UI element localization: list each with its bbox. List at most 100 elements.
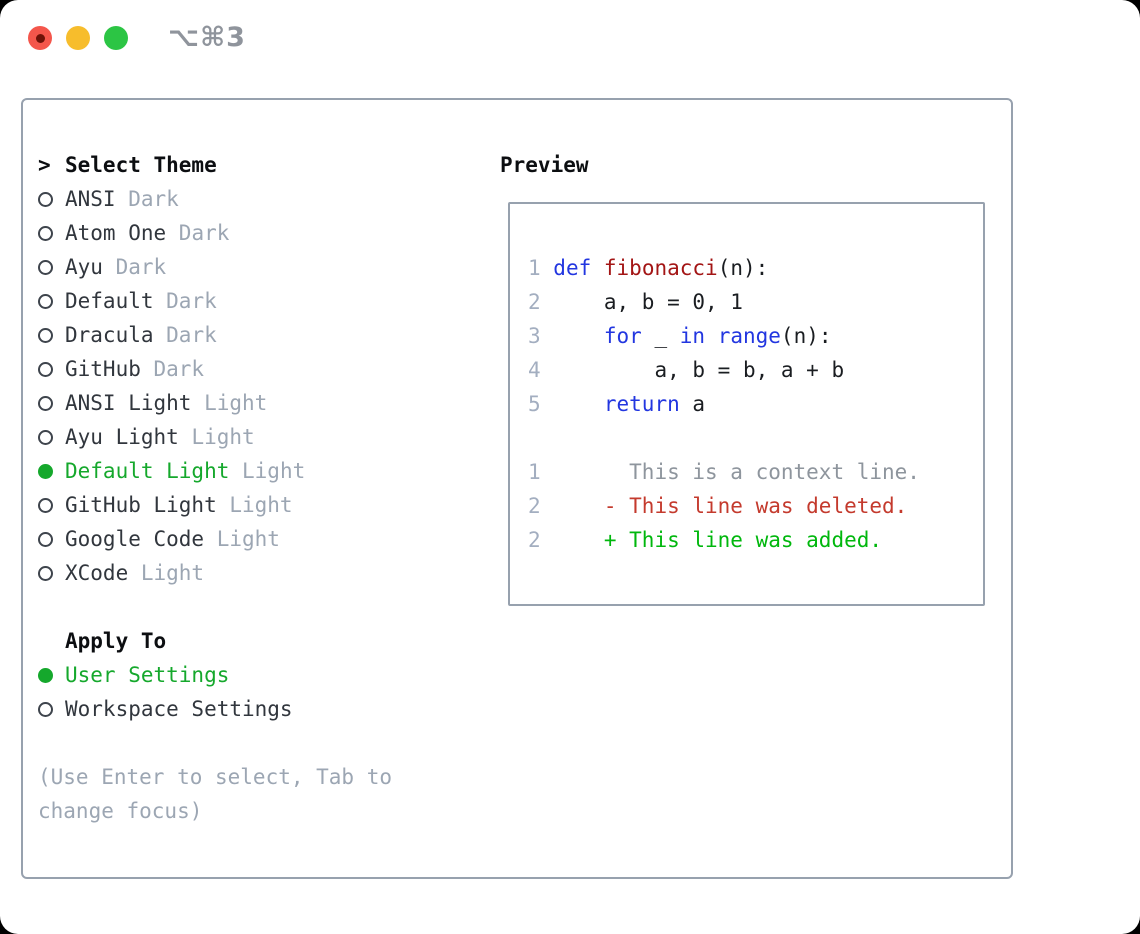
line-number: 1 — [528, 460, 541, 484]
theme-option-google-code[interactable]: Google Code Light — [38, 522, 392, 556]
line-number: 4 — [528, 358, 541, 382]
radio-selected-icon[interactable] — [38, 667, 53, 683]
radio-marker — [38, 565, 65, 581]
theme-variant: Light — [128, 561, 205, 585]
theme-variant: Dark — [102, 255, 167, 279]
theme-name: Ayu Light — [65, 425, 179, 449]
diff-context-text: This is a context line. — [540, 460, 920, 484]
radio-icon[interactable] — [38, 701, 53, 717]
radio-marker — [38, 429, 65, 445]
line-number: 2 — [528, 494, 541, 518]
theme-name: ANSI Light — [65, 391, 192, 415]
theme-name: XCode — [65, 561, 129, 585]
theme-option-default-light[interactable]: Default Light Light — [38, 454, 392, 488]
theme-option-github-light[interactable]: GitHub Light Light — [38, 488, 392, 522]
code-token: a, b = b, a + b — [540, 358, 845, 382]
radio-icon[interactable] — [38, 395, 53, 411]
minimize-window-icon[interactable] — [66, 26, 90, 50]
radio-icon[interactable] — [38, 225, 53, 241]
radio-marker — [38, 361, 65, 377]
spacer — [38, 590, 392, 624]
diff-added-text: + This line was added. — [540, 528, 883, 552]
radio-marker — [38, 395, 65, 411]
code-token — [705, 324, 718, 348]
radio-marker — [38, 531, 65, 547]
code-blank-line — [528, 421, 983, 455]
theme-option-atom-one[interactable]: Atom One Dark — [38, 216, 392, 250]
radio-selected-icon[interactable] — [38, 463, 53, 479]
help-text-line-1: (Use Enter to select, Tab to — [38, 765, 393, 789]
theme-option-default[interactable]: Default Dark — [38, 284, 392, 318]
theme-name: Default Light — [65, 459, 230, 483]
radio-marker — [38, 293, 65, 309]
function-token: fibonacci — [603, 256, 718, 280]
line-number: 1 — [528, 256, 554, 280]
apply-to-title: Apply To — [65, 629, 167, 653]
radio-icon[interactable] — [38, 361, 53, 377]
radio-icon[interactable] — [38, 191, 53, 207]
line-number: 2 — [528, 290, 541, 314]
theme-variant: Dark — [153, 289, 217, 313]
theme-variant: Dark — [166, 221, 230, 245]
select-theme-header-row: >Select Theme — [38, 148, 392, 182]
code-line: 1 This is a context line. — [528, 455, 983, 489]
code-line: 2 - This line was deleted. — [528, 489, 983, 523]
code-token: a, b = 0, 1 — [540, 290, 743, 314]
radio-marker — [38, 701, 65, 717]
zoom-window-icon[interactable] — [104, 26, 128, 50]
theme-option-dracula[interactable]: Dracula Dark — [38, 318, 392, 352]
radio-icon[interactable] — [38, 293, 53, 309]
radio-icon[interactable] — [38, 327, 53, 343]
theme-variant: Dark — [140, 357, 205, 381]
theme-name: Google Code — [65, 527, 205, 551]
theme-name: Ayu — [65, 255, 103, 279]
title-bar: ⌥⌘3 — [0, 0, 1140, 78]
keyword-token: for — [603, 324, 642, 348]
cursor-icon: > — [38, 153, 51, 177]
radio-marker — [38, 327, 65, 343]
radio-marker — [38, 191, 65, 207]
theme-variant: Dark — [115, 187, 179, 211]
apply-option-label: Workspace Settings — [65, 697, 293, 721]
diff-deleted-text: - This line was deleted. — [540, 494, 908, 518]
code-line: 4 a, b = b, a + b — [528, 353, 983, 387]
radio-icon[interactable] — [38, 565, 53, 581]
theme-name: Atom One — [65, 221, 167, 245]
radio-icon[interactable] — [38, 531, 53, 547]
radio-icon[interactable] — [38, 429, 53, 445]
spacer — [38, 726, 392, 760]
keyword-token: in — [679, 324, 706, 348]
theme-option-github[interactable]: GitHub Dark — [38, 352, 392, 386]
radio-icon[interactable] — [38, 259, 53, 275]
keyword-token: return — [603, 392, 680, 416]
keyword-token: range — [717, 324, 781, 348]
theme-option-xcode[interactable]: XCode Light — [38, 556, 392, 590]
apply-option-user-settings[interactable]: User Settings — [38, 658, 392, 692]
help-text-line-2: change focus) — [38, 799, 203, 823]
apply-option-label: User Settings — [65, 663, 230, 687]
code-line: 2 + This line was added. — [528, 523, 983, 557]
code-line: 2 a, b = 0, 1 — [528, 285, 983, 319]
code-line: 5 return a — [528, 387, 983, 421]
code-line: 3 for _ in range(n): — [528, 319, 983, 353]
radio-marker — [38, 497, 65, 513]
theme-option-ansi-light[interactable]: ANSI Light Light — [38, 386, 392, 420]
theme-option-ansi[interactable]: ANSI Dark — [38, 182, 392, 216]
radio-marker — [38, 259, 65, 275]
code-token: _ — [641, 324, 680, 348]
apply-option-workspace-settings[interactable]: Workspace Settings — [38, 692, 392, 726]
radio-marker — [38, 225, 65, 241]
close-window-icon[interactable] — [28, 26, 52, 50]
code-token: a — [679, 392, 706, 416]
theme-option-ayu[interactable]: Ayu Dark — [38, 250, 392, 284]
line-number: 2 — [528, 528, 541, 552]
theme-name: Dracula — [65, 323, 154, 347]
cursor-marker: > — [38, 153, 65, 177]
radio-icon[interactable] — [38, 497, 53, 513]
theme-option-ayu-light[interactable]: Ayu Light Light — [38, 420, 392, 454]
line-number: 5 — [528, 392, 541, 416]
theme-name: Default — [65, 289, 154, 313]
